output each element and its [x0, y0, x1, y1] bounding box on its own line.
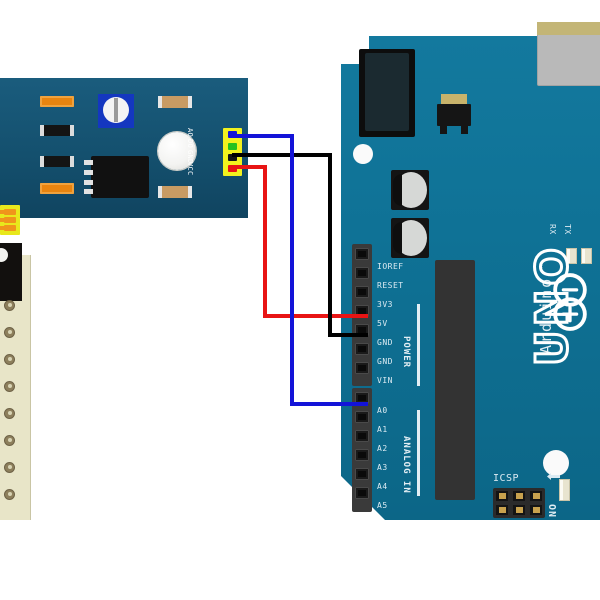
power-label-3v3: 3V3	[377, 300, 393, 309]
power-label-reset: RESET	[377, 281, 404, 290]
power-label-ioref: IOREF	[377, 262, 404, 271]
power-label-vin: VIN	[377, 376, 393, 385]
analog-pin-a3[interactable]	[355, 449, 369, 461]
sensor-pin-gnd[interactable]	[228, 154, 237, 161]
electrolytic-capacitor	[391, 170, 429, 210]
analog-pin-a5[interactable]	[355, 487, 369, 499]
power-label-5v: 5V	[377, 319, 388, 328]
resistor-orange	[40, 183, 74, 194]
resistor-black	[40, 125, 74, 136]
analog-pin-a1[interactable]	[355, 411, 369, 423]
analog-label-a4: A4	[377, 482, 388, 491]
electrolytic-capacitor	[391, 218, 429, 258]
analog-label-a0: A0	[377, 406, 388, 415]
voltage-regulator	[437, 104, 471, 134]
analog-pin-a2[interactable]	[355, 430, 369, 442]
mount-hole	[543, 450, 569, 476]
wire-ground	[232, 153, 368, 337]
power-pin-reset[interactable]	[355, 267, 369, 279]
analog-label-a3: A3	[377, 463, 388, 472]
icsp-label: ICSP	[493, 473, 520, 484]
power-pin-vin[interactable]	[355, 362, 369, 374]
regulator-pad	[441, 94, 467, 106]
tx-led	[581, 248, 592, 264]
barrel-jack-opening	[365, 53, 409, 131]
lcd-mount-hole	[0, 248, 8, 262]
microcontroller	[435, 260, 475, 500]
usb-shield-top	[537, 22, 600, 35]
wire-signal-ao-to-a1	[232, 134, 368, 406]
trimmer-slot	[114, 98, 118, 122]
mount-hole	[353, 144, 373, 164]
power-led	[559, 479, 570, 501]
analog-pin-a4[interactable]	[355, 468, 369, 480]
rx-led	[566, 248, 577, 264]
photo-sensor	[158, 132, 196, 170]
power-pin-3v3[interactable]	[355, 286, 369, 298]
light-sensor-module: AO DO GND VCC	[0, 78, 248, 235]
analog-header[interactable]	[352, 388, 372, 512]
analog-label-a1: A1	[377, 425, 388, 434]
power-label-gnd-2: GND	[377, 357, 393, 366]
analog-label-a5: A5	[377, 501, 388, 510]
barrel-power-jack[interactable]	[359, 49, 415, 137]
power-pin-gnd-2[interactable]	[355, 343, 369, 355]
resistor-orange	[40, 96, 74, 107]
icsp-header[interactable]	[493, 488, 545, 518]
analog-group-bar	[417, 410, 420, 496]
wire-power-5v	[232, 165, 368, 318]
analog-pin-a0[interactable]	[355, 392, 369, 404]
resistor-black	[40, 156, 74, 167]
sensor-3pin-header[interactable]	[0, 205, 20, 235]
sensor-pin-do[interactable]	[228, 143, 237, 150]
power-label-gnd: GND	[377, 338, 393, 347]
icsp-pin1-arrow-icon	[547, 473, 560, 480]
resistor-tan	[158, 186, 192, 198]
analog-label-a2: A2	[377, 444, 388, 453]
power-group-bar	[417, 304, 420, 386]
comparator-ic	[84, 156, 149, 198]
power-pin-ioref[interactable]	[355, 248, 369, 260]
resistor-tan	[158, 96, 192, 108]
arduino-infinity-logo-icon	[553, 273, 587, 331]
